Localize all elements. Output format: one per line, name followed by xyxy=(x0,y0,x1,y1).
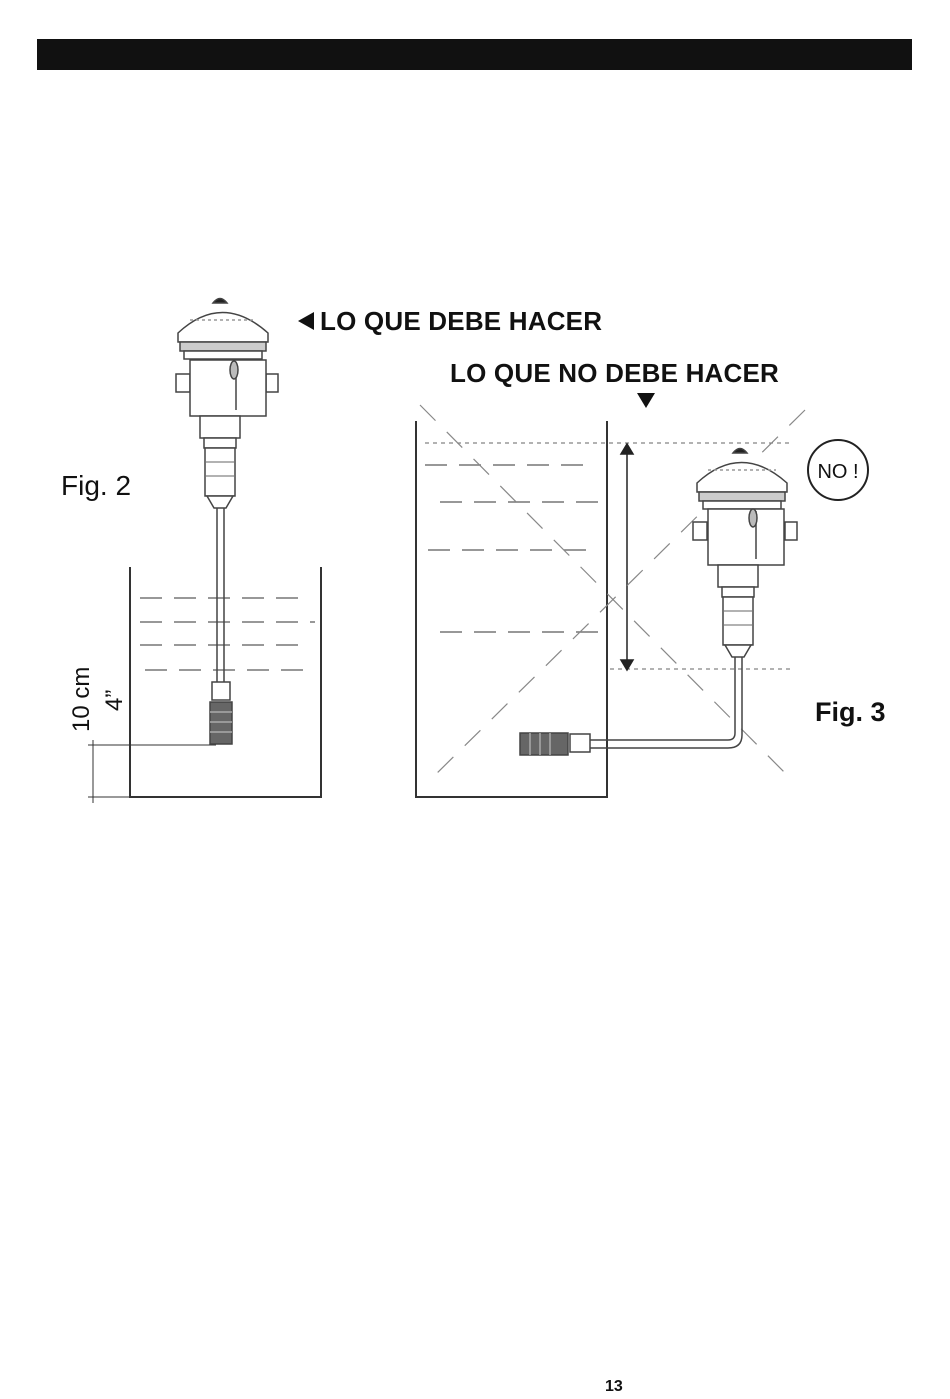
fig2-dimension xyxy=(88,740,216,803)
fig3-water-lines xyxy=(425,465,600,632)
fig3-dispenser xyxy=(520,449,797,756)
no-badge: NO ! xyxy=(817,461,858,483)
fig2-water-lines xyxy=(140,598,315,670)
fig2-dispenser xyxy=(176,299,278,745)
fig3-height-arrow xyxy=(621,444,633,670)
